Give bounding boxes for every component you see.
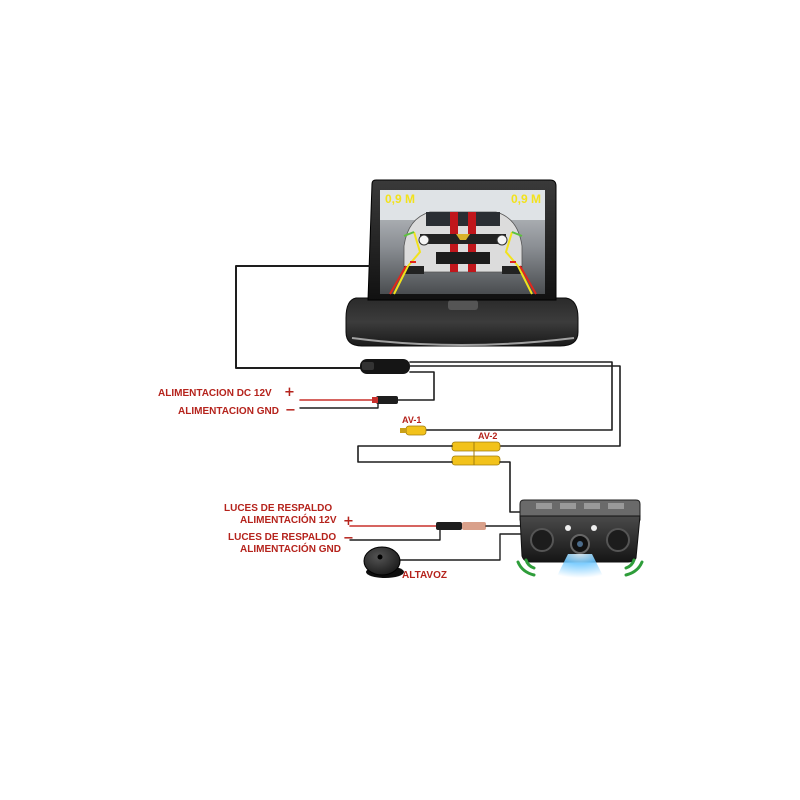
sensor-waves-left <box>516 558 536 577</box>
sensor-waves-right <box>624 558 644 577</box>
label-av2: AV-2 <box>478 431 497 441</box>
backup-connector <box>436 522 462 530</box>
monitor-base-shine <box>351 337 575 346</box>
label-power-gnd: ALIMENTACION GND <box>178 406 279 417</box>
camera-video-cable <box>357 445 453 463</box>
label-backup-gnd-line1: LUCES DE RESPALDO <box>228 532 336 543</box>
label-backup-12v-line2: ALIMENTACIÓN 12V <box>240 513 337 526</box>
label-speaker: ALTAVOZ <box>402 570 447 581</box>
distance-readout-left: 0,9 M <box>385 192 415 206</box>
parking-guidelines <box>389 231 537 295</box>
trunk-cable-right <box>409 361 613 431</box>
camera-sensor-unit <box>516 499 644 578</box>
monitor-cable <box>235 265 371 369</box>
monitor-screen: 0,9 M 0,9 M <box>380 190 545 295</box>
distance-readout-right: 0,9 M <box>511 192 541 206</box>
speaker-cable <box>399 533 525 561</box>
av1-connector <box>405 425 427 436</box>
label-power-gnd-sign: − <box>285 403 296 418</box>
label-backup-gnd-sign: − <box>343 531 354 546</box>
label-power-12v-sign: + <box>284 385 295 400</box>
power-connector <box>376 396 398 404</box>
led-glow <box>556 554 604 578</box>
led-left <box>565 525 571 531</box>
speaker-body <box>363 546 401 576</box>
power-gnd-wire <box>299 403 379 409</box>
label-power-12v: ALIMENTACION DC 12V <box>158 388 272 399</box>
monitor-base <box>345 297 579 347</box>
backup-gnd-wire <box>349 529 441 541</box>
label-av1: AV-1 <box>402 415 421 425</box>
monitor-hinge <box>448 300 478 310</box>
led-right <box>591 525 597 531</box>
av2-connector-top <box>451 441 501 452</box>
car-image <box>403 211 523 274</box>
monitor: 0,9 M 0,9 M <box>345 179 579 347</box>
trunk-cable-right-2 <box>409 365 621 447</box>
label-backup-12v-sign: + <box>343 514 354 529</box>
wiring <box>235 265 621 561</box>
label-backup-12v-line1: LUCES DE RESPALDO <box>224 503 332 514</box>
camera-cable-down <box>499 461 525 513</box>
labels: ALIMENTACION DC 12V + ALIMENTACION GND −… <box>158 385 497 581</box>
parking-sensor-left <box>530 528 554 552</box>
speaker <box>363 546 404 578</box>
power-lead <box>397 371 435 401</box>
av2-connector-bottom <box>451 455 501 466</box>
parking-sensor-right <box>606 528 630 552</box>
label-backup-gnd-line2: ALIMENTACIÓN GND <box>240 542 341 555</box>
